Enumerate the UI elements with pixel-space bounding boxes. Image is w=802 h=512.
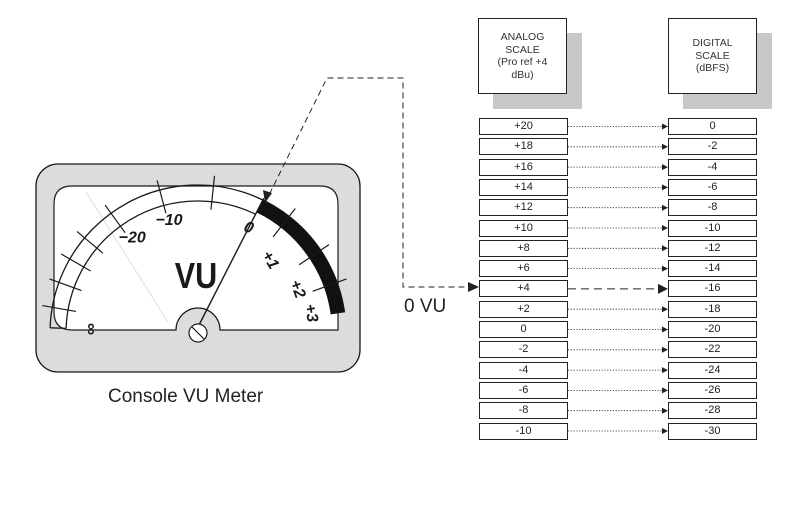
face-glare	[85, 191, 169, 323]
mapping-arrow	[662, 164, 668, 171]
scale-label: −10	[155, 212, 182, 229]
zero-vu-label: 0 VU	[404, 296, 446, 317]
needle	[197, 197, 265, 328]
analog-value-cell: +6	[479, 260, 568, 278]
analog-value-cell: +16	[479, 158, 568, 176]
mapping-arrow	[658, 283, 668, 294]
analog-scale-header: ANALOG SCALE (Pro ref +4 dBu)	[478, 18, 567, 94]
scale-tick	[49, 278, 82, 292]
scale-label: ∞	[82, 323, 101, 335]
callout-line	[264, 77, 470, 288]
analog-value-cell: +10	[479, 219, 568, 237]
digital-value-cell: -20	[668, 321, 757, 338]
scale-label: −20	[119, 229, 146, 246]
digital-value-cell: -18	[668, 300, 757, 318]
scale-tick	[312, 278, 347, 292]
scale-tick	[60, 253, 91, 272]
row-links	[568, 123, 668, 434]
vu-unit-label: VU	[175, 257, 217, 297]
meter-scale: ∞−20−100+1+2+3VU	[42, 175, 347, 335]
scale-tick	[272, 208, 296, 238]
analog-value-cell: +8	[479, 239, 568, 257]
scale-tick	[298, 244, 330, 266]
mapping-arrow	[662, 387, 668, 394]
callout-arrow-table	[468, 282, 479, 292]
analog-value-cell: +18	[479, 138, 568, 156]
analog-value-cell: -4	[479, 361, 568, 379]
analog-value-cell: 0	[479, 321, 568, 338]
digital-value-cell: -8	[668, 199, 757, 217]
digital-value-cell: -10	[668, 219, 757, 237]
scale-label: +2	[286, 278, 308, 301]
digital-value-cell: -26	[668, 381, 757, 399]
mapping-arrow	[662, 204, 668, 211]
digital-scale-header: DIGITAL SCALE (dBFS)	[668, 18, 757, 94]
digital-value-cell: -6	[668, 178, 757, 196]
mapping-arrow	[662, 245, 668, 252]
callout-arrow-meter	[263, 190, 272, 203]
mapping-arrow	[662, 143, 668, 150]
analog-value-cell: +14	[479, 178, 568, 196]
digital-value-cell: -12	[668, 239, 757, 257]
screw-slot	[191, 326, 205, 340]
digital-value-cell: -28	[668, 402, 757, 420]
red-zone-band	[256, 199, 345, 315]
meter-caption: Console VU Meter	[108, 386, 264, 407]
digital-value-cell: 0	[668, 118, 757, 135]
analog-value-cell: +4	[479, 280, 568, 298]
mapping-arrow	[662, 265, 668, 272]
analog-value-cell: +20	[479, 118, 568, 135]
mapping-arrow	[662, 184, 668, 191]
mapping-arrow	[662, 346, 668, 353]
analog-value-cell: +12	[479, 199, 568, 217]
meter-face	[53, 185, 339, 331]
mapping-arrow	[662, 326, 668, 333]
mapping-arrow	[662, 306, 668, 313]
analog-value-cell: +2	[479, 300, 568, 318]
analog-value-cell: -2	[479, 341, 568, 359]
digital-value-cell: -22	[668, 341, 757, 359]
digital-value-cell: -30	[668, 422, 757, 440]
digital-value-cell: -14	[668, 260, 757, 278]
analog-value-cell: -6	[479, 381, 568, 399]
scale-end-cap	[50, 327, 67, 330]
scale-inner-arc	[65, 200, 257, 329]
mapping-arrow	[662, 428, 668, 434]
analog-value-cell: -8	[479, 402, 568, 420]
mapping-arrow	[662, 367, 668, 374]
mapping-arrow	[662, 225, 668, 231]
scale-tick	[156, 180, 167, 214]
scale-label: +3	[301, 303, 321, 324]
scale-tick	[76, 230, 104, 254]
digital-value-cell: -4	[668, 158, 757, 176]
digital-value-cell: -2	[668, 138, 757, 156]
mapping-arrow	[662, 407, 668, 414]
mapping-arrow	[662, 123, 668, 130]
scale-tick	[210, 175, 216, 210]
analog-value-cell: -10	[479, 422, 568, 440]
scale-tick	[42, 304, 76, 313]
scale-label: +1	[258, 248, 282, 272]
digital-value-cell: -16	[668, 280, 757, 298]
scale-tick	[104, 204, 126, 234]
digital-value-cell: -24	[668, 361, 757, 379]
